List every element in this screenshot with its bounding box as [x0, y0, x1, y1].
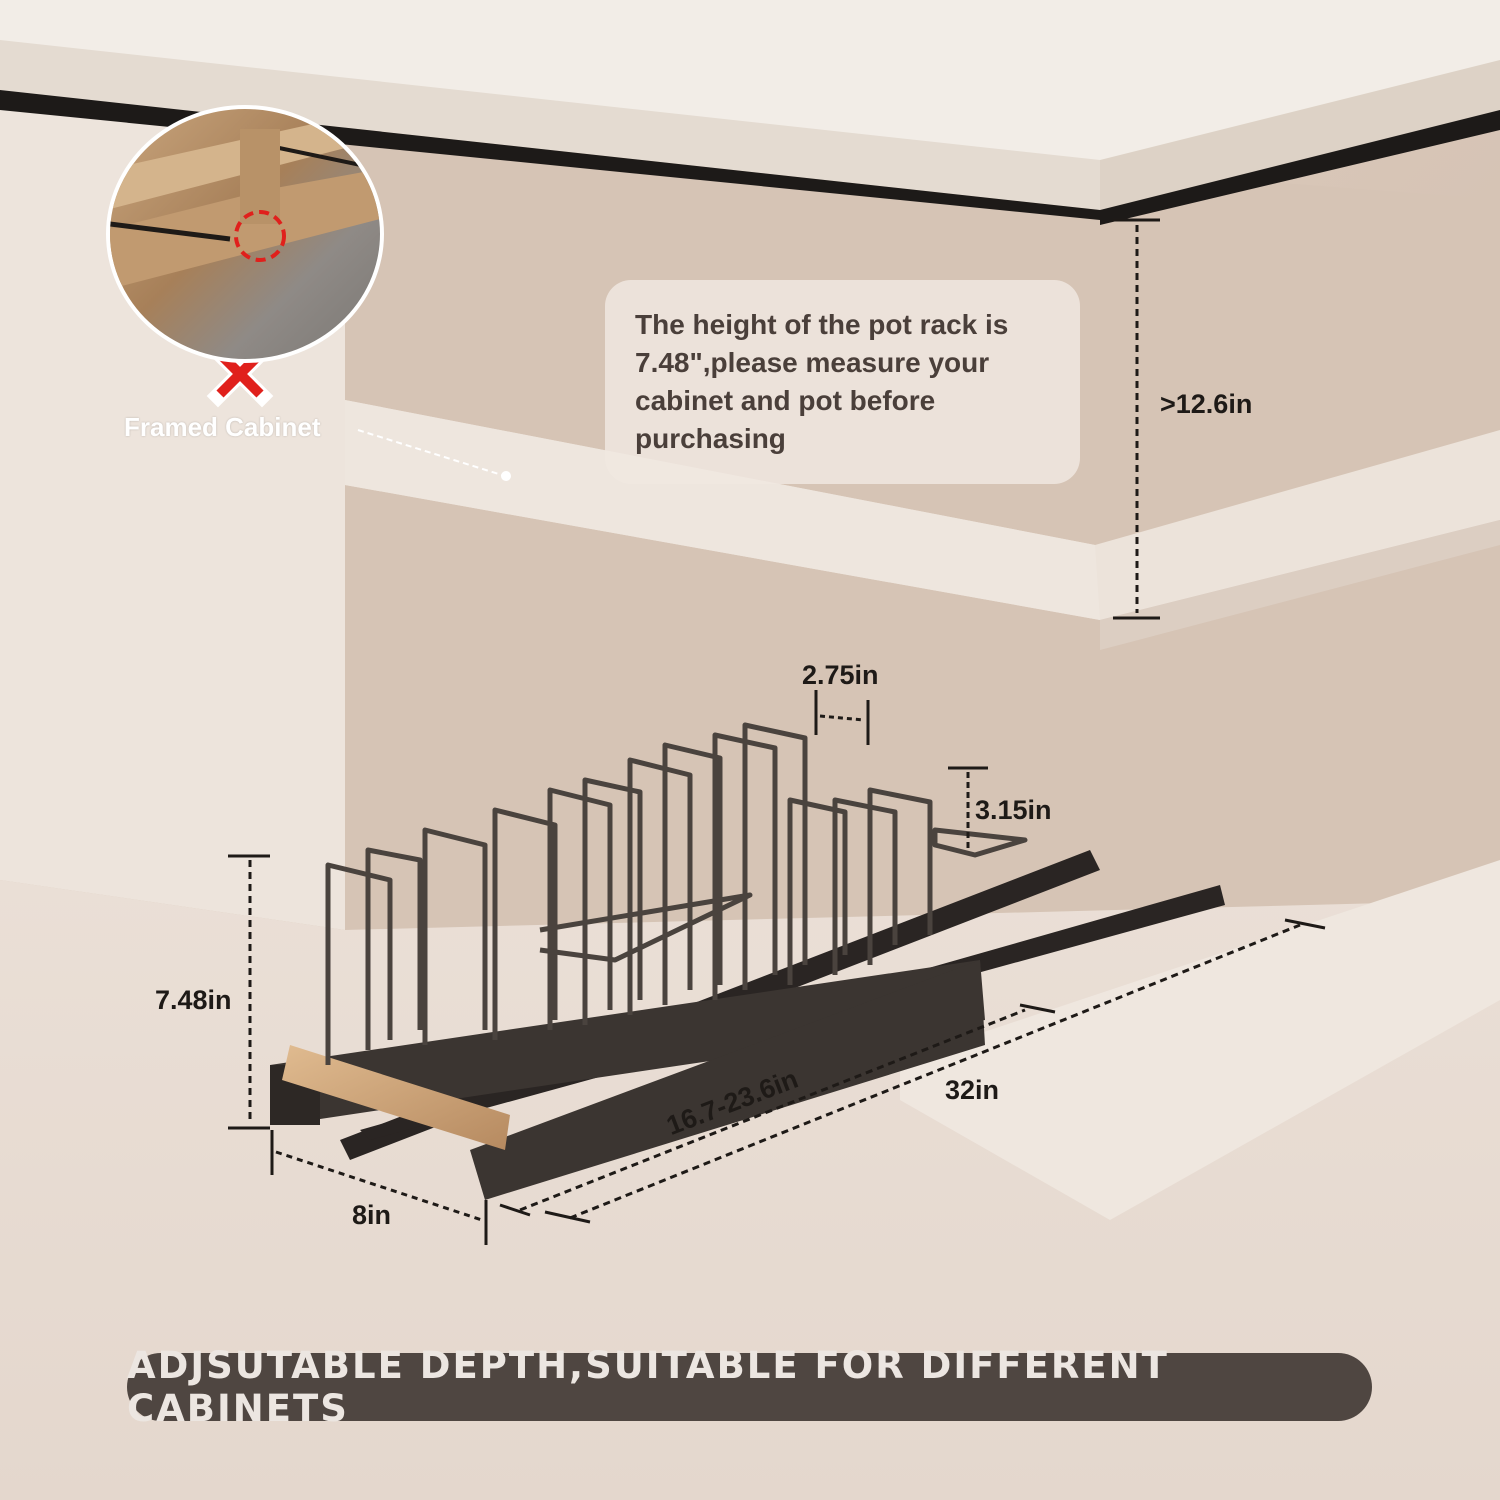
feature-banner-text: ADJSUTABLE DEPTH,SUITABLE FOR DIFFERENT … [127, 1344, 1169, 1430]
slot-spacing-label: 2.75in [802, 660, 879, 690]
rail-length-label: 32in [945, 1075, 1000, 1105]
divider-height-label: 3.15in [975, 795, 1052, 825]
framed-cabinet-inset [106, 105, 384, 363]
cabinet-clearance-label: >12.6in [1160, 389, 1253, 419]
callout-text: The height of the pot rack is 7.48",plea… [635, 309, 1009, 454]
rack-height-label: 7.48in [155, 985, 232, 1015]
callout-bubble: The height of the pot rack is 7.48",plea… [605, 280, 1080, 484]
rack-width-label: 8in [352, 1200, 392, 1230]
framed-cabinet-label: Framed Cabinet [124, 412, 321, 442]
dashed-red-circle [234, 210, 286, 262]
feature-banner: ADJSUTABLE DEPTH,SUITABLE FOR DIFFERENT … [127, 1344, 1372, 1430]
framed-cabinet-photo [110, 109, 380, 289]
